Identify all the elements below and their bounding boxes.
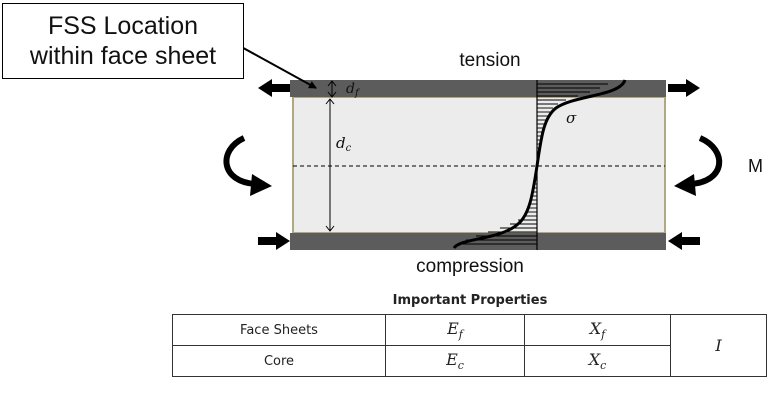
row-name: Face Sheets [172,314,386,346]
table-row: Core Ec Xc [172,345,767,377]
right-moment-arrow-icon [689,135,722,187]
dc-label: dc [336,134,352,154]
inertia-cell: I [670,314,767,377]
stress-distribution [452,79,627,250]
strength-cell: Xf [524,314,671,346]
table-row: Face Sheets Ef Xf I [172,314,767,377]
right-compression-arrow-icon [668,232,700,250]
callout-pointer [235,43,317,89]
left-compression-arrow-icon [258,232,290,250]
moment-label: M [748,156,763,176]
left-tension-arrow-icon [258,79,290,97]
callout-line-2: within face sheet [29,42,217,70]
table-title: Important Properties [392,293,548,308]
callout-line-1: FSS Location [47,12,199,40]
sigma-label: σ [566,109,577,127]
right-tension-arrow-icon [668,79,700,97]
left-moment-arrow-icon [223,135,257,187]
row-name: Core [172,345,386,377]
tension-label: tension [459,50,520,71]
properties-table: Face Sheets Ef Xf I Core Ec Xc [172,314,767,377]
fss-location-callout: FSS Location within face sheet [2,3,244,79]
core [292,96,666,234]
compression-label: compression [416,256,524,277]
axial-force-arrows [258,79,700,250]
modulus-cell: Ec [385,345,525,377]
df-label: df [346,81,361,99]
bottom-face-sheet [290,233,666,250]
modulus-cell: Ef [385,314,525,346]
moment-arrows [223,135,722,196]
strength-cell: Xc [524,345,671,377]
